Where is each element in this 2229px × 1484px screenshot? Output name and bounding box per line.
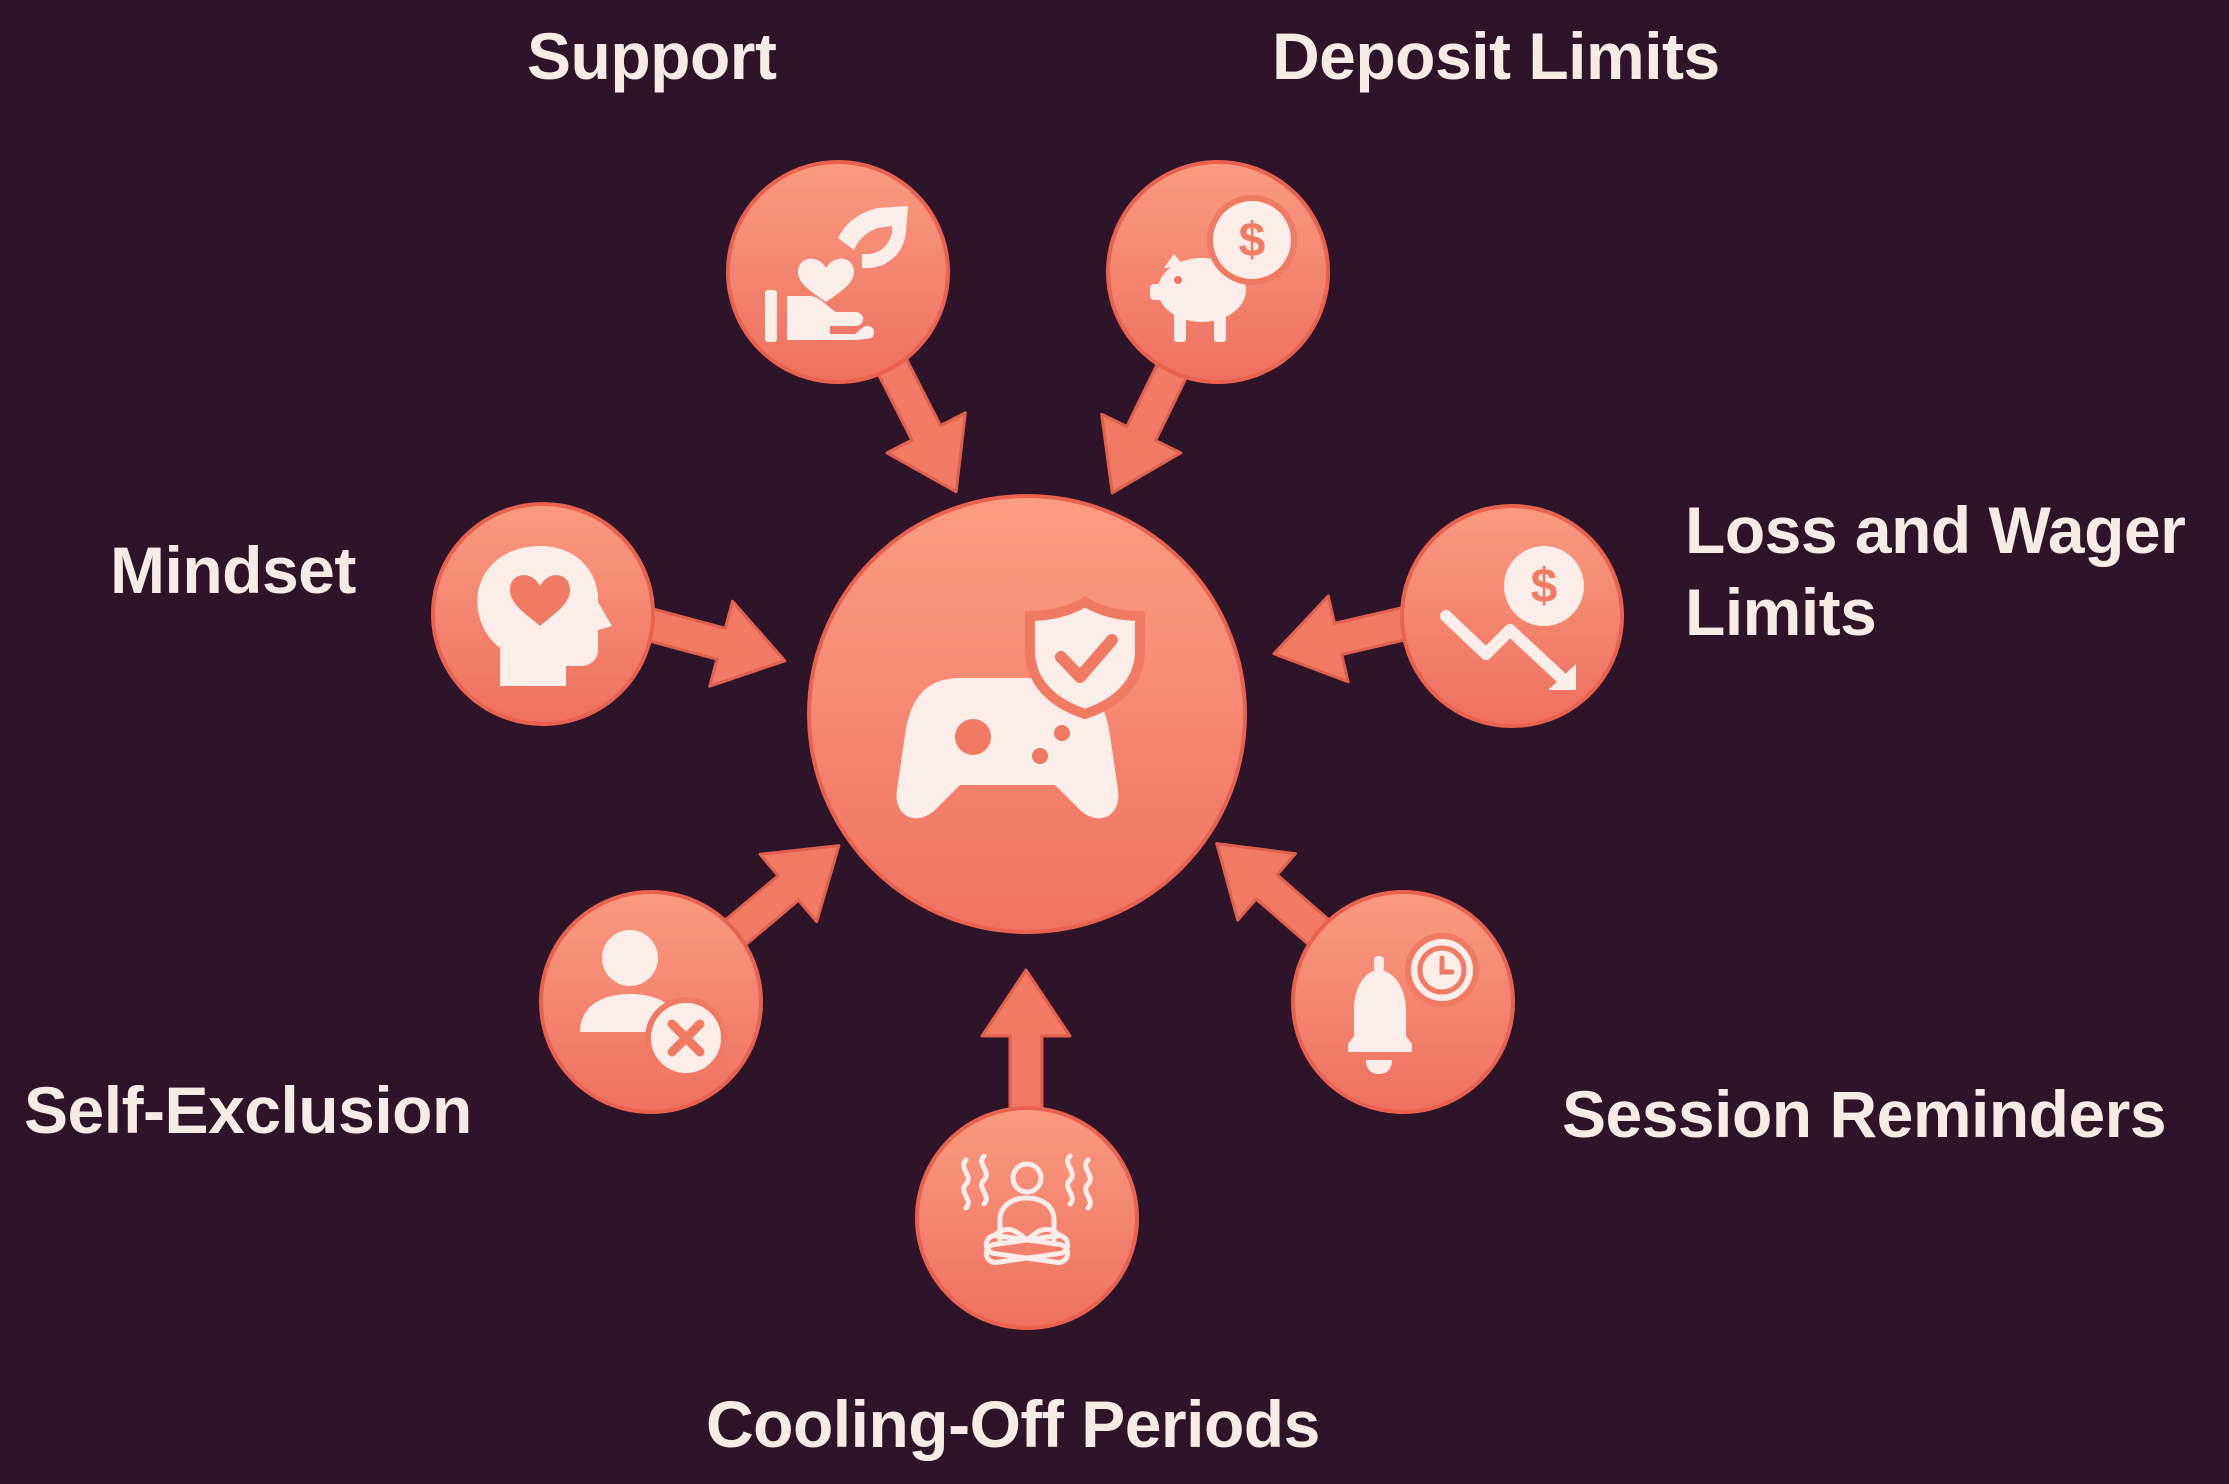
node-loss-wager-limits: $ <box>1400 504 1624 728</box>
support-arrow <box>872 349 967 494</box>
node-self-exclusion <box>539 890 763 1114</box>
node-label-session-reminders: Session Reminders <box>1562 1077 2167 1151</box>
node-label-loss-wager-limits-line2: Limits <box>1685 575 1877 649</box>
node-label-support: Support <box>527 19 777 93</box>
bell-clock-icon <box>1348 933 1479 1074</box>
center-node <box>807 494 1247 934</box>
piggy-bank-dollar-icon: $ <box>1150 195 1297 342</box>
dollar-trend-down-icon: $ <box>1440 546 1584 690</box>
shield-check-gamepad-icon <box>896 596 1145 819</box>
node-deposit-limits: $ <box>1106 160 1330 384</box>
node-cooling-off <box>915 1106 1139 1330</box>
meditation-icon <box>961 1153 1093 1265</box>
user-remove-icon <box>580 930 727 1079</box>
node-session-reminders <box>1291 890 1515 1114</box>
node-label-loss-wager-limits-line1: Loss and Wager <box>1685 493 2186 567</box>
node-mindset <box>431 502 655 726</box>
node-label-deposit-limits: Deposit Limits <box>1272 19 1720 93</box>
head-heart-icon <box>477 546 612 686</box>
svg-text:$: $ <box>1239 214 1266 267</box>
node-support <box>726 160 950 384</box>
hand-heart-icon <box>765 206 908 342</box>
node-label-mindset: Mindset <box>110 533 356 607</box>
cooling-off-arrow <box>980 968 1072 1122</box>
node-label-self-exclusion: Self-Exclusion <box>24 1073 472 1147</box>
svg-text:$: $ <box>1531 560 1558 613</box>
node-label-cooling-off: Cooling-Off Periods <box>706 1387 1320 1461</box>
